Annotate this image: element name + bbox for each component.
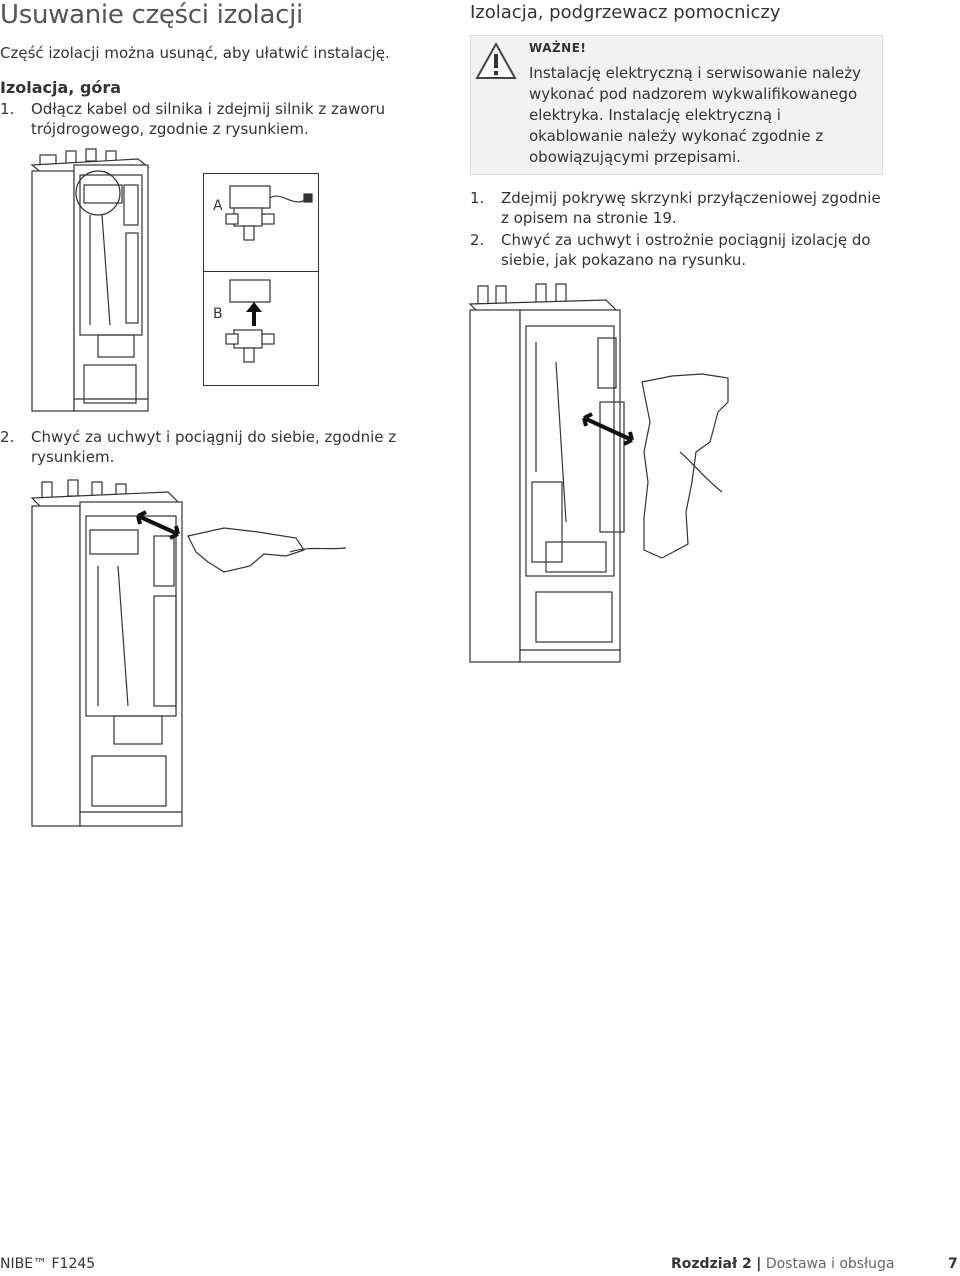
- step-top-2: 2. Chwyć za uchwyt i pociągnij do siebie…: [0, 427, 420, 467]
- page-title: Usuwanie części izolacji: [0, 0, 303, 30]
- notice-label: WAŻNE!: [529, 41, 587, 55]
- footer-brand: NIBE™ F1245: [0, 1256, 96, 1272]
- unit-illustration-top: [30, 148, 150, 412]
- step-number: 1.: [470, 189, 485, 207]
- figure-label-b: B: [213, 306, 223, 322]
- warning-icon: [475, 41, 517, 79]
- step-top-1: 1. Odłącz kabel od silnika i zdejmij sil…: [0, 99, 440, 139]
- unit-illustration-insulation-top: [30, 479, 347, 827]
- intro-text: Część izolacji można usunąć, aby ułatwić…: [0, 44, 390, 62]
- warning-notice: WAŻNE! Instalację elektryczną i serwisow…: [470, 35, 883, 175]
- section-heading-heater: Izolacja, podgrzewacz pomocniczy: [470, 2, 781, 23]
- chapter-separator: |: [756, 1256, 762, 1272]
- chapter-title: Dostawa i obsługa: [765, 1256, 895, 1272]
- step-number: 1.: [0, 100, 15, 118]
- section-heading-top: Izolacja, góra: [0, 78, 122, 97]
- chapter-label: Rozdział 2: [671, 1256, 752, 1272]
- footer-chapter: Rozdział 2 | Dostawa i obsługa: [671, 1256, 894, 1272]
- detail-frame: [203, 173, 319, 386]
- valve-motor-illustration: [225, 185, 313, 363]
- step-text: Chwyć za uchwyt i pociągnij do siebie, z…: [31, 428, 397, 466]
- step-heater-2: 2. Chwyć za uchwyt i ostrożnie pociągnij…: [470, 230, 890, 270]
- step-text: Chwyć za uchwyt i ostrożnie pociągnij iz…: [501, 231, 871, 269]
- page-number: 7: [948, 1256, 958, 1272]
- figure-label-a: A: [213, 198, 223, 214]
- step-heater-1: 1. Zdejmij pokrywę skrzynki przyłączenio…: [470, 188, 890, 228]
- step-number: 2.: [470, 231, 485, 249]
- unit-illustration-insulation-heater: [468, 283, 729, 663]
- step-number: 2.: [0, 428, 15, 446]
- notice-text: Instalację elektryczną i serwisowanie na…: [529, 64, 861, 166]
- detail-divider: [204, 271, 318, 272]
- step-text: Odłącz kabel od silnika i zdejmij silnik…: [31, 100, 386, 138]
- step-text: Zdejmij pokrywę skrzynki przyłączeniowej…: [501, 189, 881, 227]
